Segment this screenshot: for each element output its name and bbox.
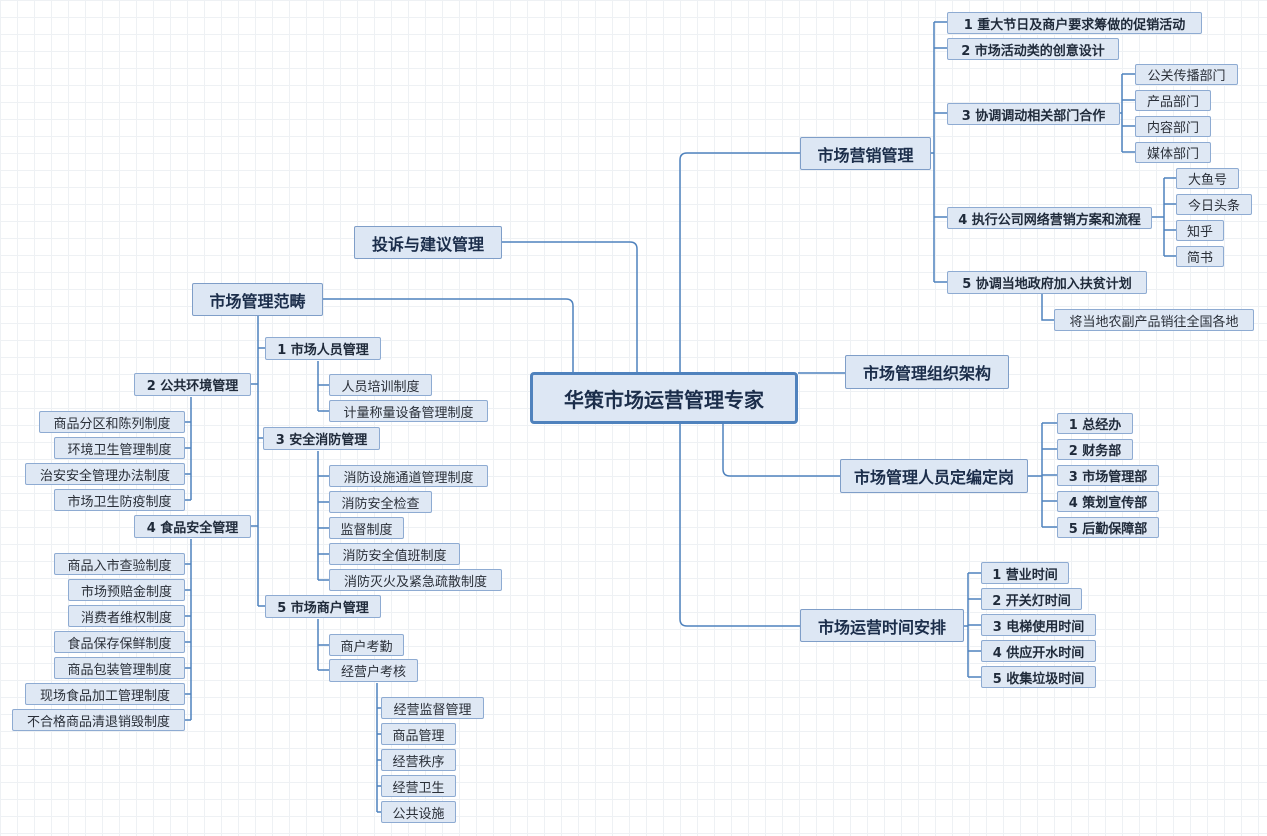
schedule-item[interactable]: 5 收集垃圾时间: [981, 666, 1096, 688]
platform-item[interactable]: 知乎: [1176, 220, 1224, 241]
policy-item[interactable]: 食品保存保鲜制度: [54, 631, 185, 653]
policy-item[interactable]: 消防灭火及紧急疏散制度: [329, 569, 502, 591]
policy-item[interactable]: 治安安全管理办法制度: [25, 463, 185, 485]
platform-item[interactable]: 今日头条: [1176, 194, 1252, 215]
scope-merchants[interactable]: 5 市场商户管理: [265, 595, 381, 618]
department-item[interactable]: 媒体部门: [1135, 142, 1211, 163]
policy-item[interactable]: 消防安全检查: [329, 491, 432, 513]
topic-marketing[interactable]: 市场营销管理: [800, 137, 931, 170]
root-topic[interactable]: 华策市场运营管理专家: [530, 372, 798, 424]
marketing-item[interactable]: 4 执行公司网络营销方案和流程: [947, 207, 1152, 229]
policy-item[interactable]: 消费者维权制度: [68, 605, 185, 627]
policy-item[interactable]: 人员培训制度: [329, 374, 432, 396]
policy-item[interactable]: 商品分区和陈列制度: [39, 411, 185, 433]
policy-item[interactable]: 消防设施通道管理制度: [329, 465, 488, 487]
policy-item[interactable]: 现场食品加工管理制度: [25, 683, 185, 705]
policy-item[interactable]: 环境卫生管理制度: [54, 437, 185, 459]
policy-item[interactable]: 消防安全值班制度: [329, 543, 460, 565]
schedule-item[interactable]: 2 开关灯时间: [981, 588, 1082, 610]
topic-schedule[interactable]: 市场运营时间安排: [800, 609, 964, 642]
assessment-item[interactable]: 经营监督管理: [381, 697, 484, 719]
staffing-item[interactable]: 4 策划宣传部: [1057, 491, 1159, 512]
scope-environment[interactable]: 2 公共环境管理: [134, 373, 251, 396]
policy-item[interactable]: 市场预赔金制度: [68, 579, 185, 601]
policy-item[interactable]: 商品包装管理制度: [54, 657, 185, 679]
assessment-item[interactable]: 经营卫生: [381, 775, 456, 797]
schedule-item[interactable]: 1 营业时间: [981, 562, 1069, 584]
assessment-item[interactable]: 经营秩序: [381, 749, 456, 771]
schedule-item[interactable]: 3 电梯使用时间: [981, 614, 1096, 636]
scope-personnel[interactable]: 1 市场人员管理: [265, 337, 381, 360]
schedule-item[interactable]: 4 供应开水时间: [981, 640, 1096, 662]
scope-food[interactable]: 4 食品安全管理: [134, 515, 251, 538]
marketing-item[interactable]: 1 重大节日及商户要求筹做的促销活动: [947, 12, 1202, 34]
department-item[interactable]: 公关传播部门: [1135, 64, 1238, 85]
topic-organization[interactable]: 市场管理组织架构: [845, 355, 1009, 389]
staffing-item[interactable]: 3 市场管理部: [1057, 465, 1159, 486]
platform-item[interactable]: 简书: [1176, 246, 1224, 267]
assessment-item[interactable]: 商品管理: [381, 723, 456, 745]
policy-item[interactable]: 市场卫生防疫制度: [54, 489, 185, 511]
assessment-item[interactable]: 公共设施: [381, 801, 456, 823]
marketing-item[interactable]: 3 协调调动相关部门合作: [947, 103, 1120, 125]
policy-item[interactable]: 计量称量设备管理制度: [329, 400, 488, 422]
poverty-note[interactable]: 将当地农副产品销往全国各地: [1054, 309, 1254, 331]
staffing-item[interactable]: 5 后勤保障部: [1057, 517, 1159, 538]
policy-item[interactable]: 商品入市查验制度: [54, 553, 185, 575]
marketing-item[interactable]: 2 市场活动类的创意设计: [947, 38, 1119, 60]
scope-fire[interactable]: 3 安全消防管理: [263, 427, 380, 450]
platform-item[interactable]: 大鱼号: [1176, 168, 1239, 189]
policy-item[interactable]: 经营户考核: [329, 659, 418, 682]
topic-complaints[interactable]: 投诉与建议管理: [354, 226, 502, 259]
topic-scope[interactable]: 市场管理范畴: [192, 283, 323, 316]
policy-item[interactable]: 商户考勤: [329, 634, 404, 656]
department-item[interactable]: 内容部门: [1135, 116, 1211, 137]
topic-staffing[interactable]: 市场管理人员定编定岗: [840, 459, 1028, 493]
policy-item[interactable]: 监督制度: [329, 517, 404, 539]
staffing-item[interactable]: 2 财务部: [1057, 439, 1133, 460]
staffing-item[interactable]: 1 总经办: [1057, 413, 1133, 434]
department-item[interactable]: 产品部门: [1135, 90, 1211, 111]
policy-item[interactable]: 不合格商品清退销毁制度: [12, 709, 185, 731]
marketing-item[interactable]: 5 协调当地政府加入扶贫计划: [947, 271, 1147, 294]
